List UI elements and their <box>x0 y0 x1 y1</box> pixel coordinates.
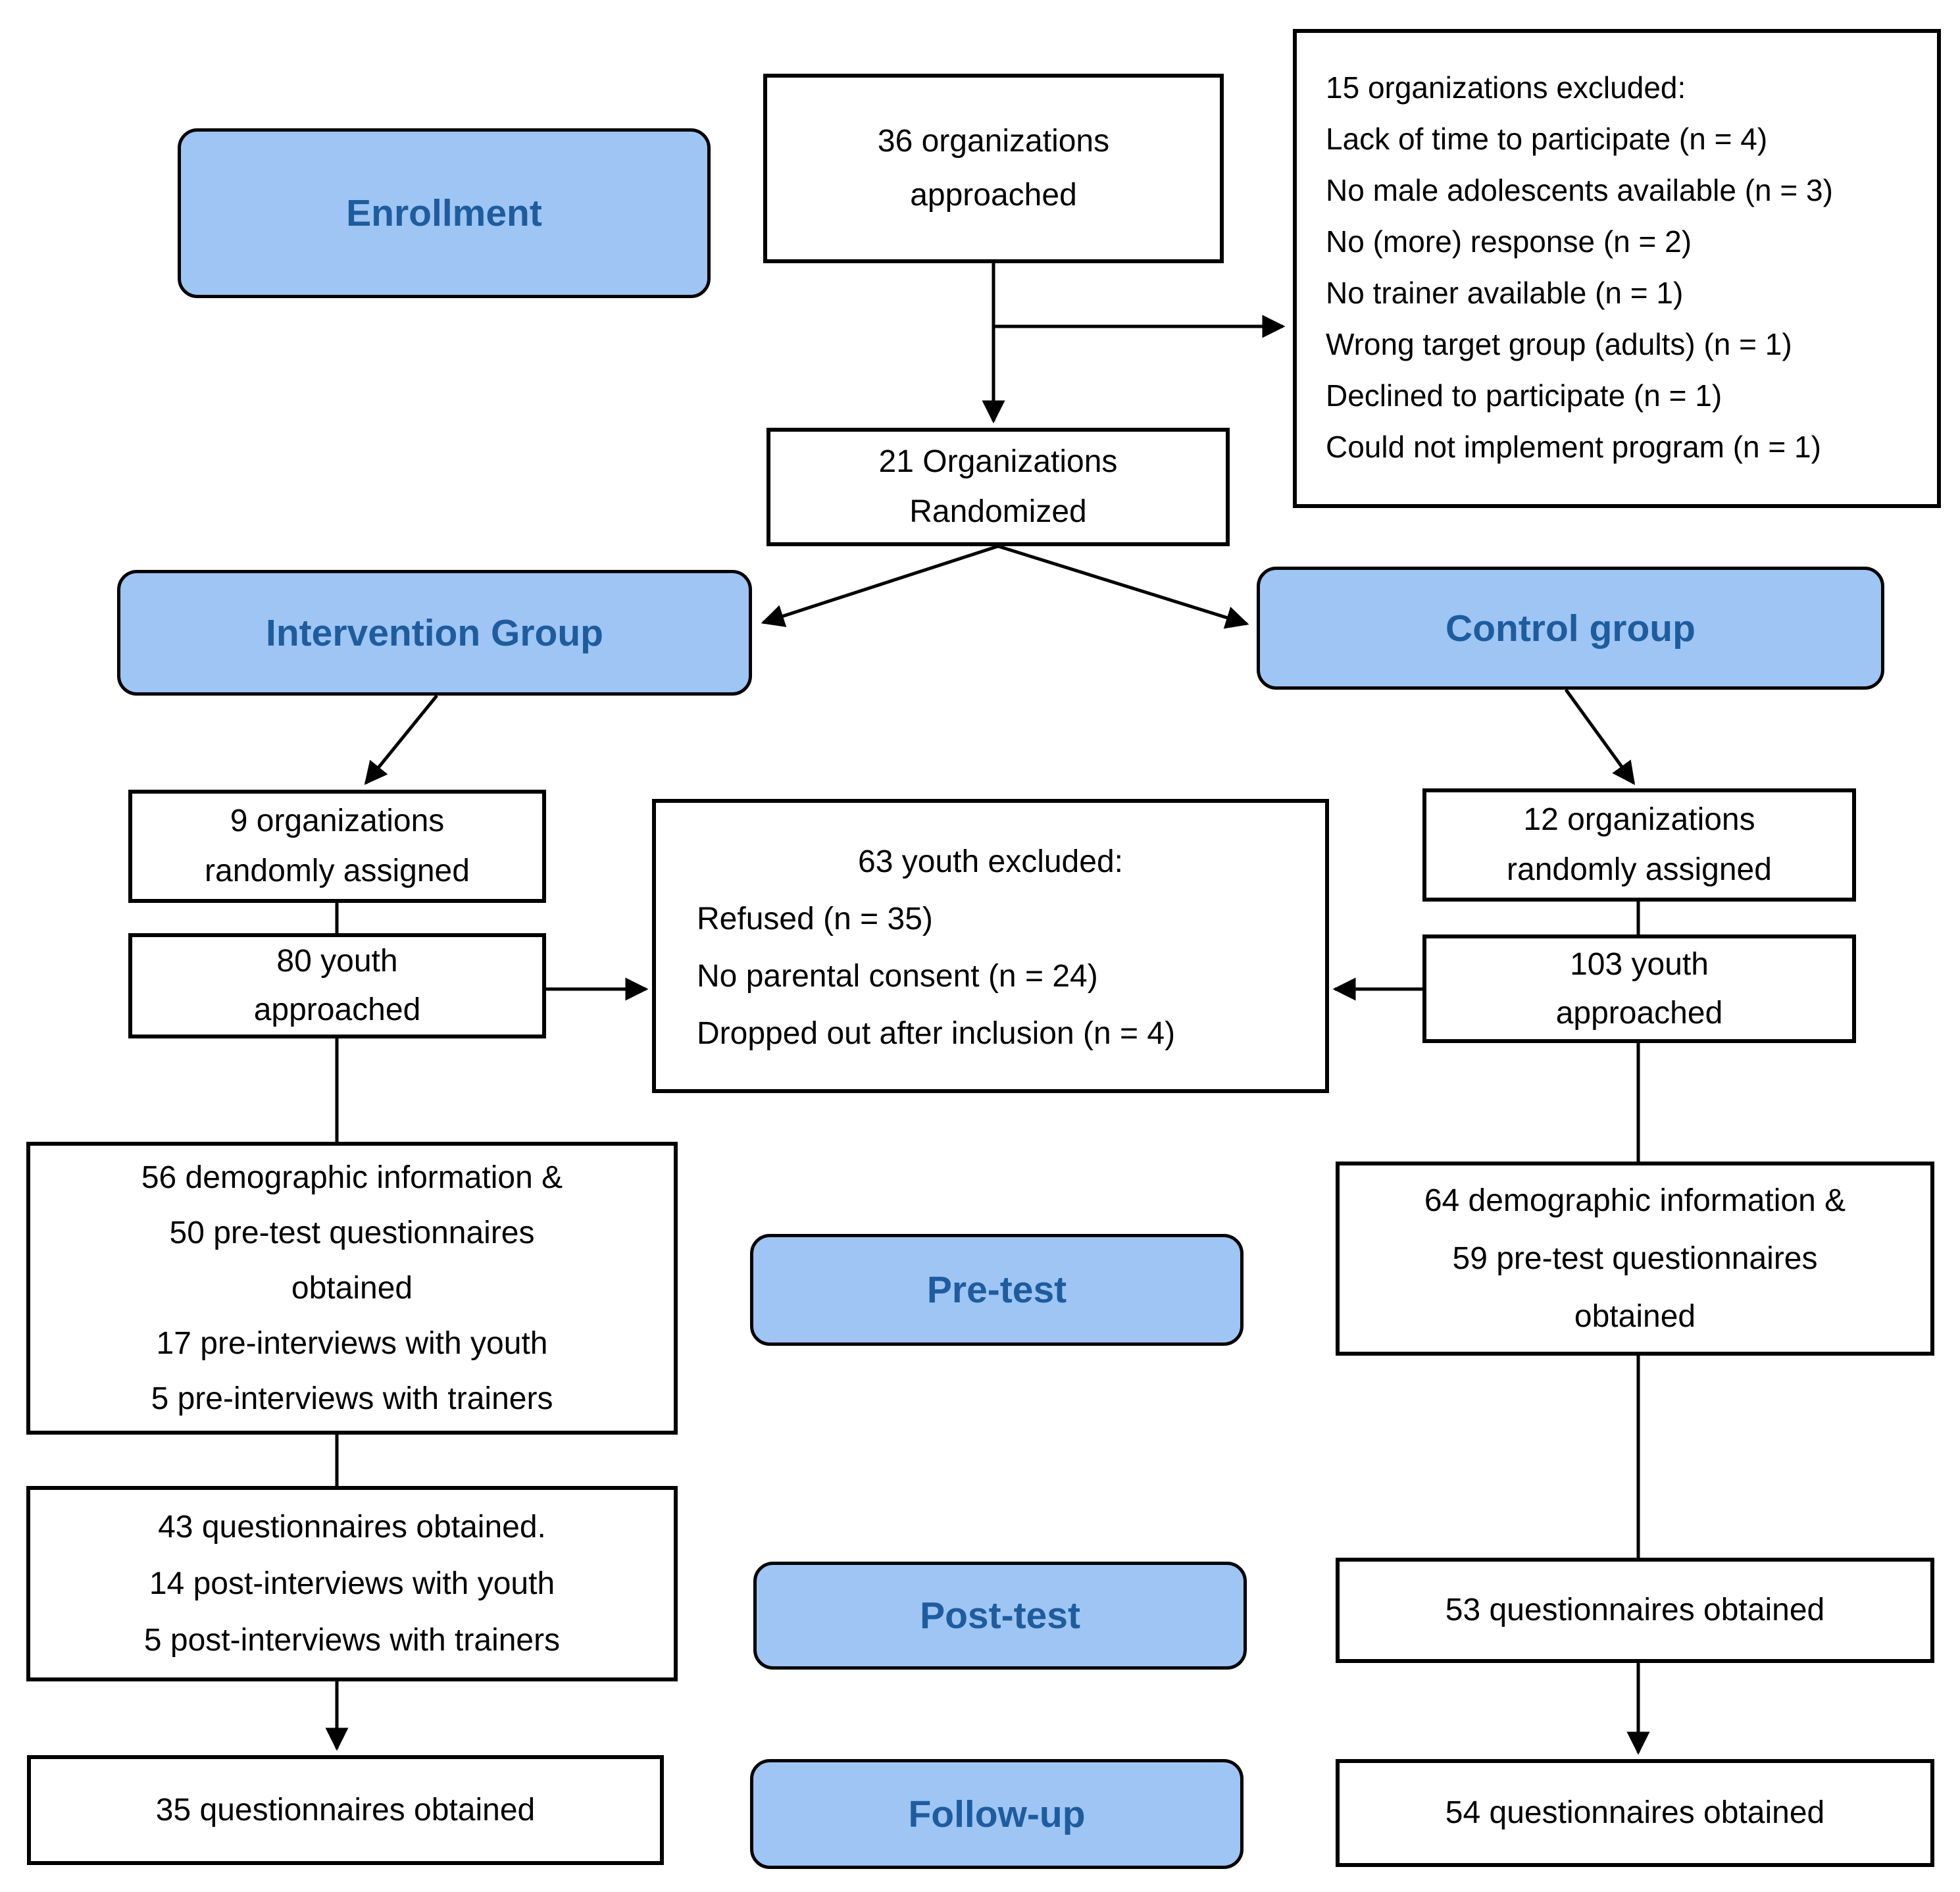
group-label-text: Intervention Group <box>266 611 603 654</box>
box-line: randomly assigned <box>205 854 470 888</box>
box-line: randomly assigned <box>1507 852 1772 887</box>
box-line: No (more) response (n = 2) <box>1326 224 1692 259</box>
connector-randomized21-to-control <box>997 544 1249 629</box>
box-line: 59 pre-test questionnaires <box>1452 1240 1818 1276</box>
box-line: 5 pre-interviews with trainers <box>151 1381 553 1416</box>
box-line: 17 pre-interviews with youth <box>156 1325 548 1361</box>
box-15-organizations-excluded: 15 organizations excluded: Lack of time … <box>1293 29 1941 508</box>
box-line: 36 organizations <box>877 124 1110 159</box>
box-line: 43 questionnaires obtained. <box>158 1509 546 1545</box>
box-80-youth-approached: 80 youth approached <box>128 933 546 1038</box>
box-line: Wrong target group (adults) (n = 1) <box>1326 327 1792 361</box>
box-line: 50 pre-test questionnaires <box>169 1215 535 1250</box>
group-label-text: Control group <box>1445 607 1696 650</box>
box-line: No parental consent (n = 24) <box>697 959 1098 994</box>
box-line: No male adolescents available (n = 3) <box>1326 173 1833 207</box>
connector-randomized21-to-intervention <box>761 544 999 627</box>
box-9-organizations-assigned: 9 organizations randomly assigned <box>128 790 546 903</box>
phase-label-followup: Follow-up <box>750 1759 1244 1869</box>
box-line: Randomized <box>909 494 1087 529</box>
box-12-organizations-assigned: 12 organizations randomly assigned <box>1422 788 1856 902</box>
box-63-youth-excluded: 63 youth excluded: Refused (n = 35) No p… <box>652 799 1329 1093</box>
phase-label-text: Enrollment <box>346 192 542 234</box>
box-line: 56 demographic information & <box>141 1160 563 1195</box>
box-line: No trainer available (n = 1) <box>1326 276 1684 310</box>
box-line: approached <box>1555 995 1723 1031</box>
box-36-organizations-approached: 36 organizations approached <box>763 74 1224 263</box>
box-line: 64 demographic information & <box>1424 1183 1846 1218</box>
connector-intervention-to-assigned9 <box>364 694 438 785</box>
box-posttest-control-data: 53 questionnaires obtained <box>1336 1558 1934 1663</box>
phase-label-text: Pre-test <box>926 1269 1067 1311</box>
box-line: 5 post-interviews with trainers <box>143 1622 561 1658</box>
box-line: 80 youth <box>276 944 398 979</box>
group-label-intervention: Intervention Group <box>117 570 752 696</box>
box-heading: 63 youth excluded: <box>858 844 1123 879</box>
box-line: 15 organizations excluded: <box>1326 70 1686 105</box>
box-line: Refused (n = 35) <box>697 902 933 936</box>
phase-label-text: Follow-up <box>908 1793 1086 1835</box>
connector-control-to-assigned12 <box>1564 688 1636 785</box>
box-line: 12 organizations <box>1523 802 1755 837</box>
box-line: 103 youth <box>1570 946 1709 982</box>
box-line: 53 questionnaires obtained <box>1445 1593 1825 1627</box>
box-line: approached <box>253 992 421 1027</box>
box-posttest-intervention-data: 43 questionnaires obtained. 14 post-inte… <box>26 1486 678 1681</box>
box-line: obtained <box>291 1270 413 1306</box>
phase-label-pretest: Pre-test <box>750 1234 1244 1346</box>
box-pretest-control-data: 64 demographic information & 59 pre-test… <box>1336 1162 1934 1356</box>
box-line: Dropped out after inclusion (n = 4) <box>697 1016 1176 1051</box>
group-label-control: Control group <box>1257 567 1884 690</box>
box-line: 21 Organizations <box>878 444 1118 479</box>
box-21-organizations-randomized: 21 Organizations Randomized <box>766 428 1230 546</box>
phase-label-posttest: Post-test <box>753 1562 1247 1670</box>
box-pretest-intervention-data: 56 demographic information & 50 pre-test… <box>26 1142 678 1435</box>
box-followup-intervention-data: 35 questionnaires obtained <box>27 1755 664 1865</box>
box-line: Declined to participate (n = 1) <box>1326 378 1722 413</box>
box-line: 9 organizations <box>230 804 445 838</box>
box-103-youth-approached: 103 youth approached <box>1422 934 1856 1043</box>
box-followup-control-data: 54 questionnaires obtained <box>1336 1759 1934 1867</box>
box-line: Could not implement program (n = 1) <box>1326 430 1821 464</box>
box-line: 35 questionnaires obtained <box>155 1792 536 1828</box>
phase-label-enrollment: Enrollment <box>178 128 711 298</box>
box-line: obtained <box>1574 1298 1696 1334</box>
box-line: Lack of time to participate (n = 4) <box>1326 122 1768 156</box>
box-line: 54 questionnaires obtained <box>1445 1795 1825 1830</box>
phase-label-text: Post-test <box>920 1595 1080 1637</box>
box-line: 14 post-interviews with youth <box>149 1566 555 1601</box>
box-line: approached <box>910 178 1077 213</box>
